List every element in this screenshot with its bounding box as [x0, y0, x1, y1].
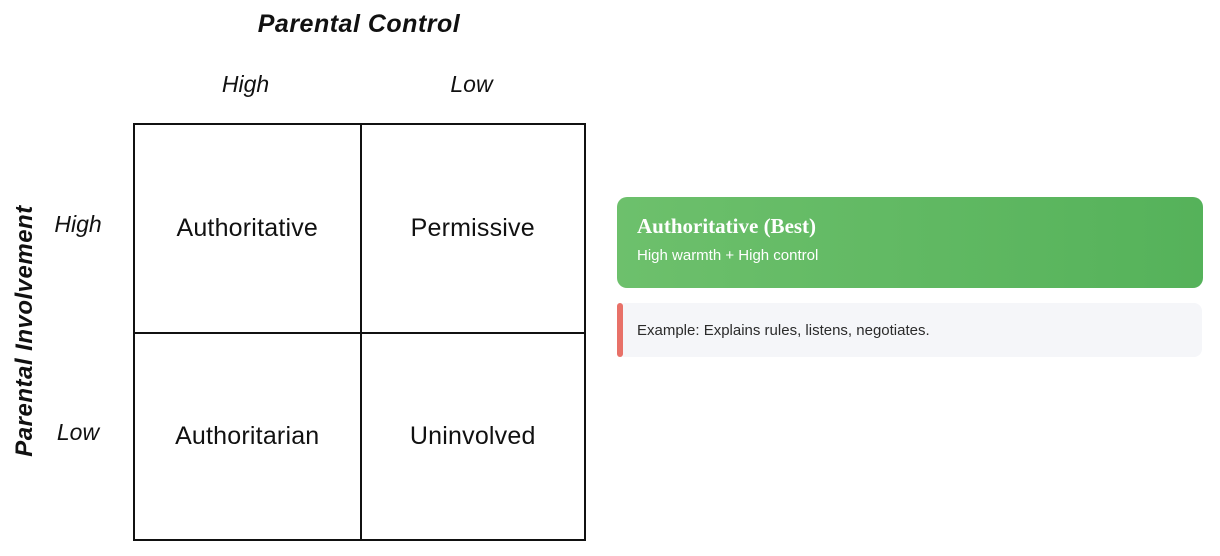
matrix-cell-permissive: Permissive	[359, 125, 585, 332]
example-text: Example: Explains rules, listens, negoti…	[637, 321, 930, 339]
matrix-cell-uninvolved: Uninvolved	[359, 332, 584, 539]
example-card: Example: Explains rules, listens, negoti…	[617, 303, 1202, 357]
row-axis-title: Parental Involvement	[11, 205, 38, 457]
highlight-card-title: Authoritative (Best)	[637, 214, 817, 238]
col-label-low: Low	[450, 71, 493, 97]
row-label-high: High	[54, 211, 102, 237]
matrix-cell-authoritative: Authoritative	[176, 214, 319, 242]
highlight-card-subtitle: High warmth + High control	[637, 247, 819, 264]
example-accent-bar	[617, 303, 623, 357]
row-label-low: Low	[56, 419, 100, 445]
col-label-high: High	[221, 71, 270, 97]
highlight-card: Authoritative (Best) High warmth + High …	[617, 197, 1203, 288]
col-axis-title: Parental Control	[257, 10, 461, 38]
matrix-grid: Authoritative Permissive Authoritarian U…	[133, 123, 586, 541]
matrix-cell-authoritarian: Authoritarian	[135, 332, 360, 539]
